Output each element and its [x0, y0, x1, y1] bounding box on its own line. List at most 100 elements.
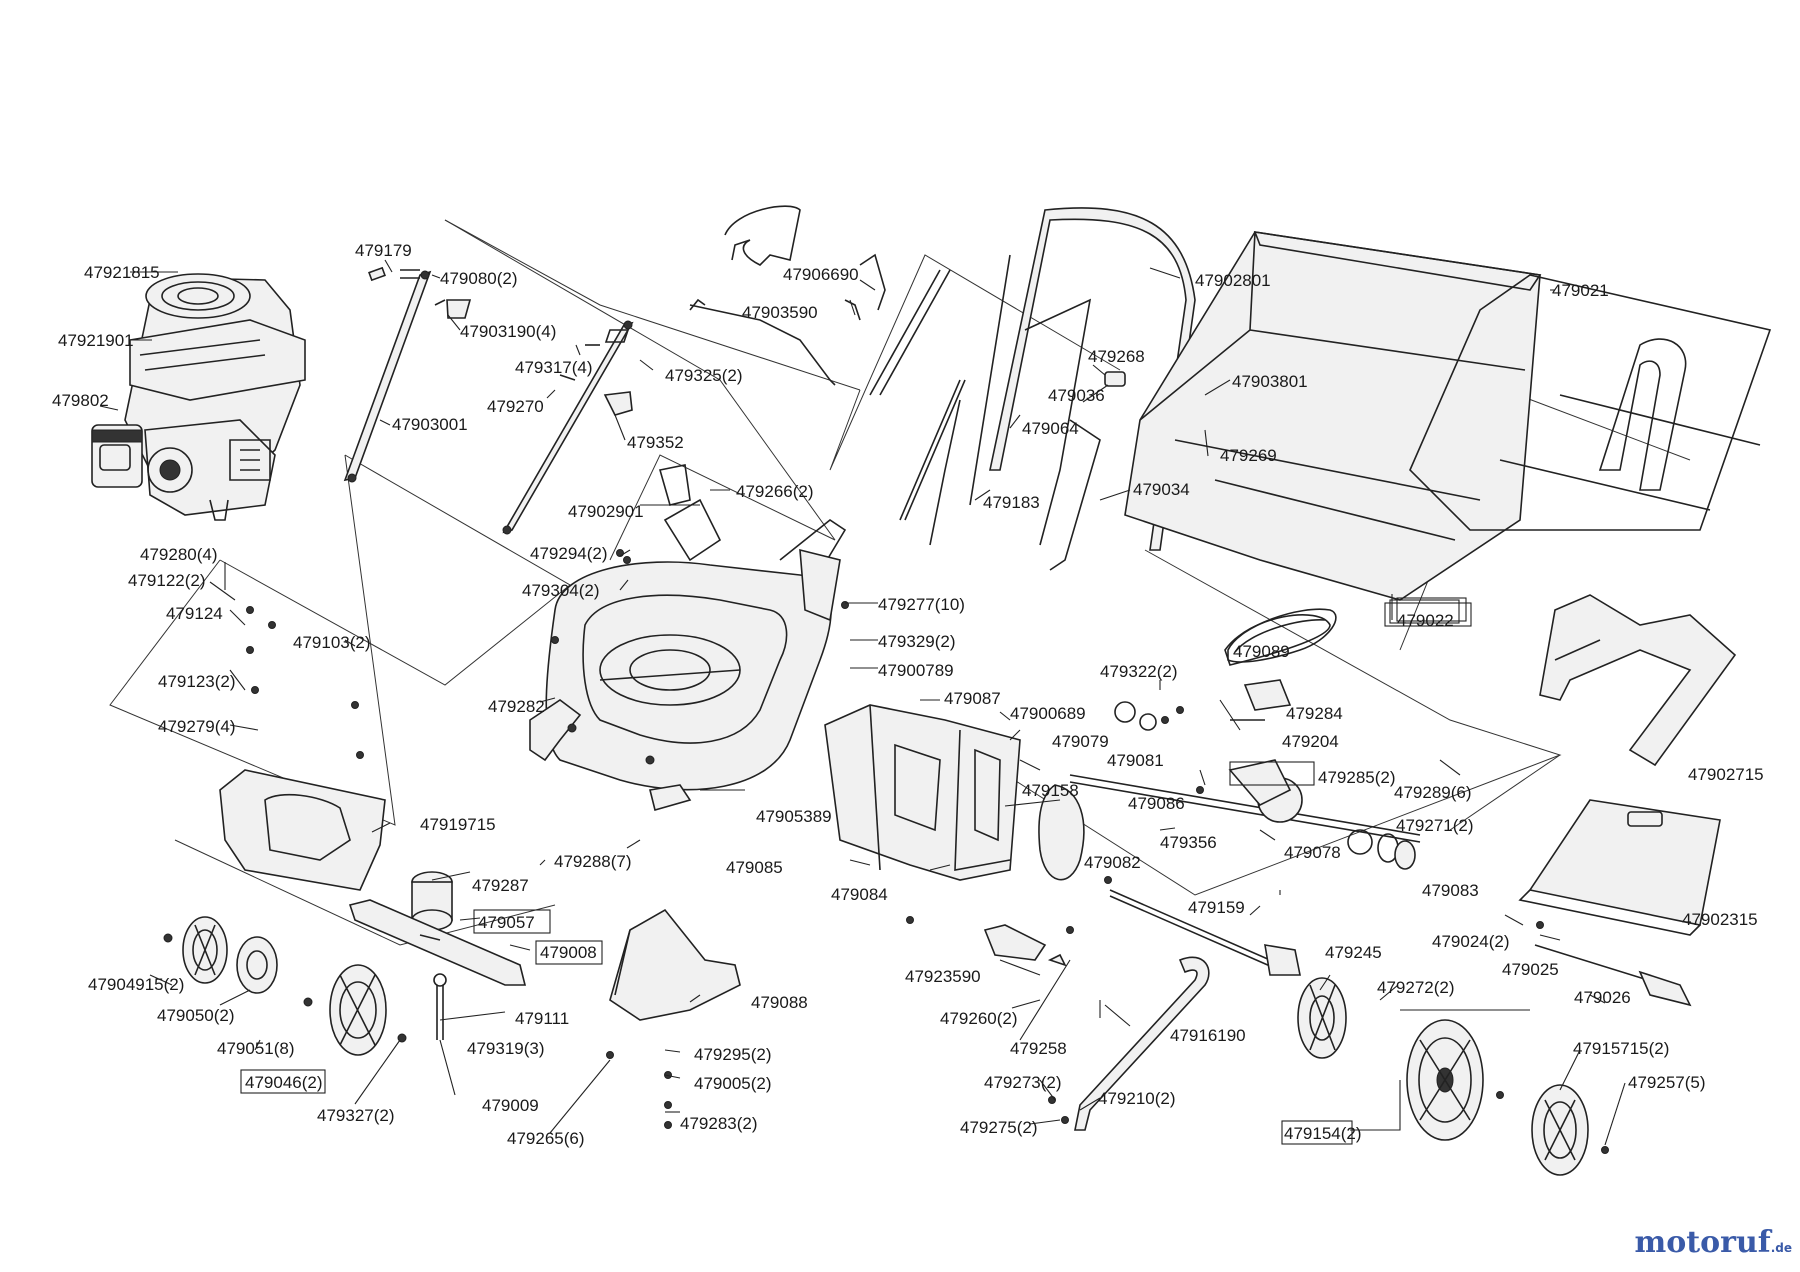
- watermark-suffix: .de: [1770, 1241, 1792, 1255]
- upper-handle: [969, 207, 1196, 551]
- label-479283: 479283(2): [680, 1114, 758, 1133]
- watermark-text: motoruf: [1634, 1225, 1771, 1260]
- label-479325: 479325(2): [665, 366, 743, 385]
- rear-axle-lever: [1074, 956, 1210, 1131]
- label-47915715: 47915715(2): [1573, 1039, 1669, 1058]
- label-47906690: 47906690: [783, 265, 859, 284]
- label-479057: 479057: [478, 913, 535, 932]
- label-479084: 479084: [831, 885, 888, 904]
- drive-cover: [1038, 784, 1085, 881]
- label-479005: 479005(2): [694, 1074, 772, 1093]
- lower-handle-right: [502, 320, 634, 535]
- label-479322: 479322(2): [1100, 662, 1178, 681]
- label-479287: 479287: [472, 876, 529, 895]
- label-479086: 479086: [1128, 794, 1185, 813]
- label-47900789: 47900789: [878, 661, 954, 680]
- label-479081: 479081: [1107, 751, 1164, 770]
- label-479266: 479266(2): [736, 482, 814, 501]
- mower-deck: [529, 464, 847, 811]
- label-479269: 479269: [1220, 446, 1277, 465]
- label-479034: 479034: [1133, 480, 1190, 499]
- label-479051: 479051(8): [217, 1039, 295, 1058]
- label-479268: 479268: [1088, 347, 1145, 366]
- label-479272: 479272(2): [1377, 978, 1455, 997]
- rear-wheel-cap: [1531, 1084, 1589, 1176]
- engine-illustration: [91, 273, 306, 521]
- label-479275: 479275(2): [960, 1118, 1038, 1137]
- rear-guard: [609, 908, 741, 1021]
- axle-rear: [1109, 889, 1301, 976]
- label-479079: 479079: [1052, 732, 1109, 751]
- rear-wheel-right: [1406, 1019, 1484, 1141]
- label-479087: 479087: [944, 689, 1001, 708]
- label-47921901: 47921901: [58, 331, 134, 350]
- label-479022: 479022: [1397, 611, 1454, 630]
- label-479319: 479319(3): [467, 1039, 545, 1058]
- grass-bag: [1124, 231, 1542, 601]
- label-479260: 479260(2): [940, 1009, 1018, 1028]
- label-479204: 479204: [1282, 732, 1339, 751]
- label-479285: 479285(2): [1318, 768, 1396, 787]
- label-479183: 479183: [983, 493, 1040, 512]
- label-47904915: 47904915(2): [88, 975, 184, 994]
- label-47916190: 47916190: [1170, 1026, 1246, 1045]
- lower-handle-left: [343, 266, 472, 483]
- label-479103: 479103(2): [293, 633, 371, 652]
- clutch-bail: [724, 205, 886, 321]
- label-479179: 479179: [355, 241, 412, 260]
- label-47923590: 47923590: [905, 967, 981, 986]
- label-479280: 479280(4): [140, 545, 218, 564]
- rear-wheel-hubcap: [1297, 977, 1347, 1059]
- watermark-logo: motoruf.de: [1635, 1225, 1792, 1260]
- label-47903801: 47903801: [1232, 372, 1308, 391]
- label-479154: 479154(2): [1284, 1124, 1362, 1143]
- part-number-labels: 47921815 47921901 479802 479179 479080(2…: [52, 241, 1764, 1148]
- label-479158: 479158: [1022, 781, 1079, 800]
- label-479329: 479329(2): [878, 632, 956, 651]
- transmission: [1069, 614, 1421, 870]
- label-479085: 479085: [726, 858, 783, 877]
- label-479046: 479046(2): [245, 1073, 323, 1092]
- label-47903190: 47903190(4): [460, 322, 556, 341]
- label-479802: 479802: [52, 391, 109, 410]
- label-479124: 479124: [166, 604, 223, 623]
- label-479036: 479036: [1048, 386, 1105, 405]
- label-479317: 479317(4): [515, 358, 593, 377]
- label-479009: 479009: [482, 1096, 539, 1115]
- label-479273: 479273(2): [984, 1073, 1062, 1092]
- label-479083: 479083: [1422, 881, 1479, 900]
- bag-frame: [1409, 274, 1772, 531]
- leader-lines: [99, 259, 1626, 1146]
- label-479245: 479245: [1325, 943, 1382, 962]
- label-479050: 479050(2): [157, 1006, 235, 1025]
- blade: [348, 899, 527, 986]
- label-479356: 479356: [1160, 833, 1217, 852]
- label-479352: 479352: [627, 433, 684, 452]
- label-47903590: 47903590: [742, 303, 818, 322]
- label-479008: 479008: [540, 943, 597, 962]
- height-adjuster: [983, 924, 1067, 967]
- label-479295: 479295(2): [694, 1045, 772, 1064]
- label-479210: 479210(2): [1098, 1089, 1176, 1108]
- label-47921815: 47921815: [84, 263, 160, 282]
- label-479284: 479284: [1286, 704, 1343, 723]
- label-479327: 479327(2): [317, 1106, 395, 1125]
- label-47900689: 47900689: [1010, 704, 1086, 723]
- label-47919715: 47919715: [420, 815, 496, 834]
- label-479265: 479265(6): [507, 1129, 585, 1148]
- front-wheel-left: [163, 916, 407, 1056]
- control-bar: [689, 298, 836, 386]
- label-479270: 479270: [487, 397, 544, 416]
- label-479078: 479078: [1284, 843, 1341, 862]
- cable-assembly: [869, 269, 1101, 571]
- label-47903001: 47903001: [392, 415, 468, 434]
- label-479082: 479082: [1084, 853, 1141, 872]
- label-479080: 479080(2): [440, 269, 518, 288]
- small-hardware: [246, 549, 1609, 1154]
- bag-cover: [1518, 799, 1721, 936]
- label-47902801: 47902801: [1195, 271, 1271, 290]
- label-47902901: 47902901: [568, 502, 644, 521]
- label-boxes: [240, 597, 1472, 1145]
- label-479289: 479289(6): [1394, 783, 1472, 802]
- label-479025: 479025: [1502, 960, 1559, 979]
